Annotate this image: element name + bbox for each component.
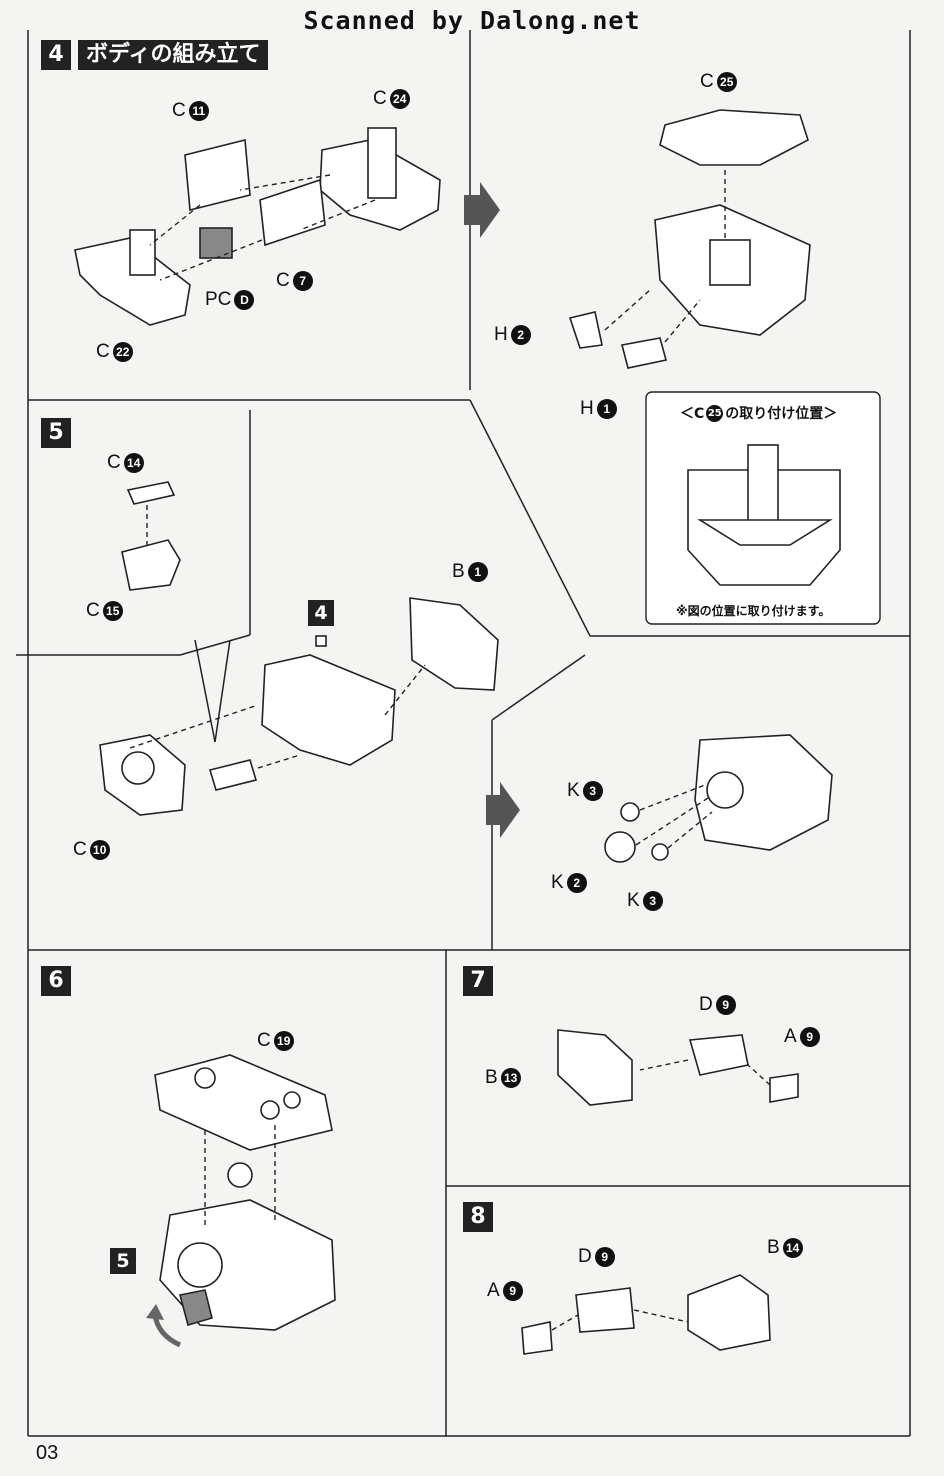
scan-credit: Scanned by Dalong.net [303, 6, 641, 35]
note-part-number: 25 [706, 404, 724, 422]
page-number: 03 [36, 1442, 59, 1464]
note-suffix: の取り付け位置＞ [725, 406, 838, 422]
step6-number: 6 [41, 966, 71, 996]
step6-subref: 5 [110, 1248, 136, 1274]
step5-number: 5 [41, 418, 71, 448]
step5-subref: 4 [308, 600, 334, 626]
step8-number: 8 [463, 1202, 493, 1232]
step4-title: ボディの組み立て [78, 40, 269, 70]
note-footer: ※図の位置に取り付けます。 [676, 604, 831, 618]
step4-number: 4 [41, 40, 71, 70]
note-title: ＜C 25 の取り付け位置＞ [680, 403, 837, 423]
step7-number: 7 [463, 966, 493, 996]
note-prefix: ＜C [680, 406, 705, 422]
